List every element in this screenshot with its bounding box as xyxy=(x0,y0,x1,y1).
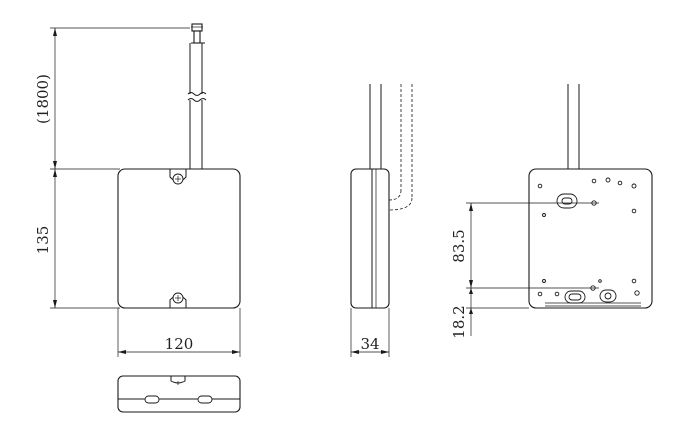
bottom-screw-icon xyxy=(169,292,187,308)
front-view: (1800) 135 120 xyxy=(34,23,241,357)
height-dimension: 135 xyxy=(34,169,120,309)
height-label: 135 xyxy=(34,226,52,255)
bottom-body-outline xyxy=(117,375,241,413)
bottom-slot-left xyxy=(144,395,160,404)
width-dimension: 120 xyxy=(117,308,241,357)
hole-offset-label: 18.2 xyxy=(450,305,468,338)
cable-length-label: (1800) xyxy=(34,74,52,124)
front-body-outline xyxy=(117,168,241,309)
hole-offset-dimension: 18.2 xyxy=(450,288,529,339)
side-body-outline xyxy=(350,168,390,309)
depth-label: 34 xyxy=(360,335,379,353)
width-label: 120 xyxy=(165,335,194,353)
hole-spacing-label: 83.5 xyxy=(450,229,468,262)
bottom-slot-right xyxy=(197,395,213,404)
front-cable xyxy=(187,23,207,169)
depth-dimension: 34 xyxy=(350,308,390,357)
hole-spacing-dimension: 83.5 xyxy=(450,202,599,289)
top-screw-icon xyxy=(169,169,187,185)
back-holes xyxy=(537,177,640,297)
cable-length-dimension: (1800) xyxy=(34,27,190,170)
side-view: 34 xyxy=(350,84,413,357)
bottom-view xyxy=(117,375,241,413)
back-view: 83.5 18.2 xyxy=(450,84,653,339)
